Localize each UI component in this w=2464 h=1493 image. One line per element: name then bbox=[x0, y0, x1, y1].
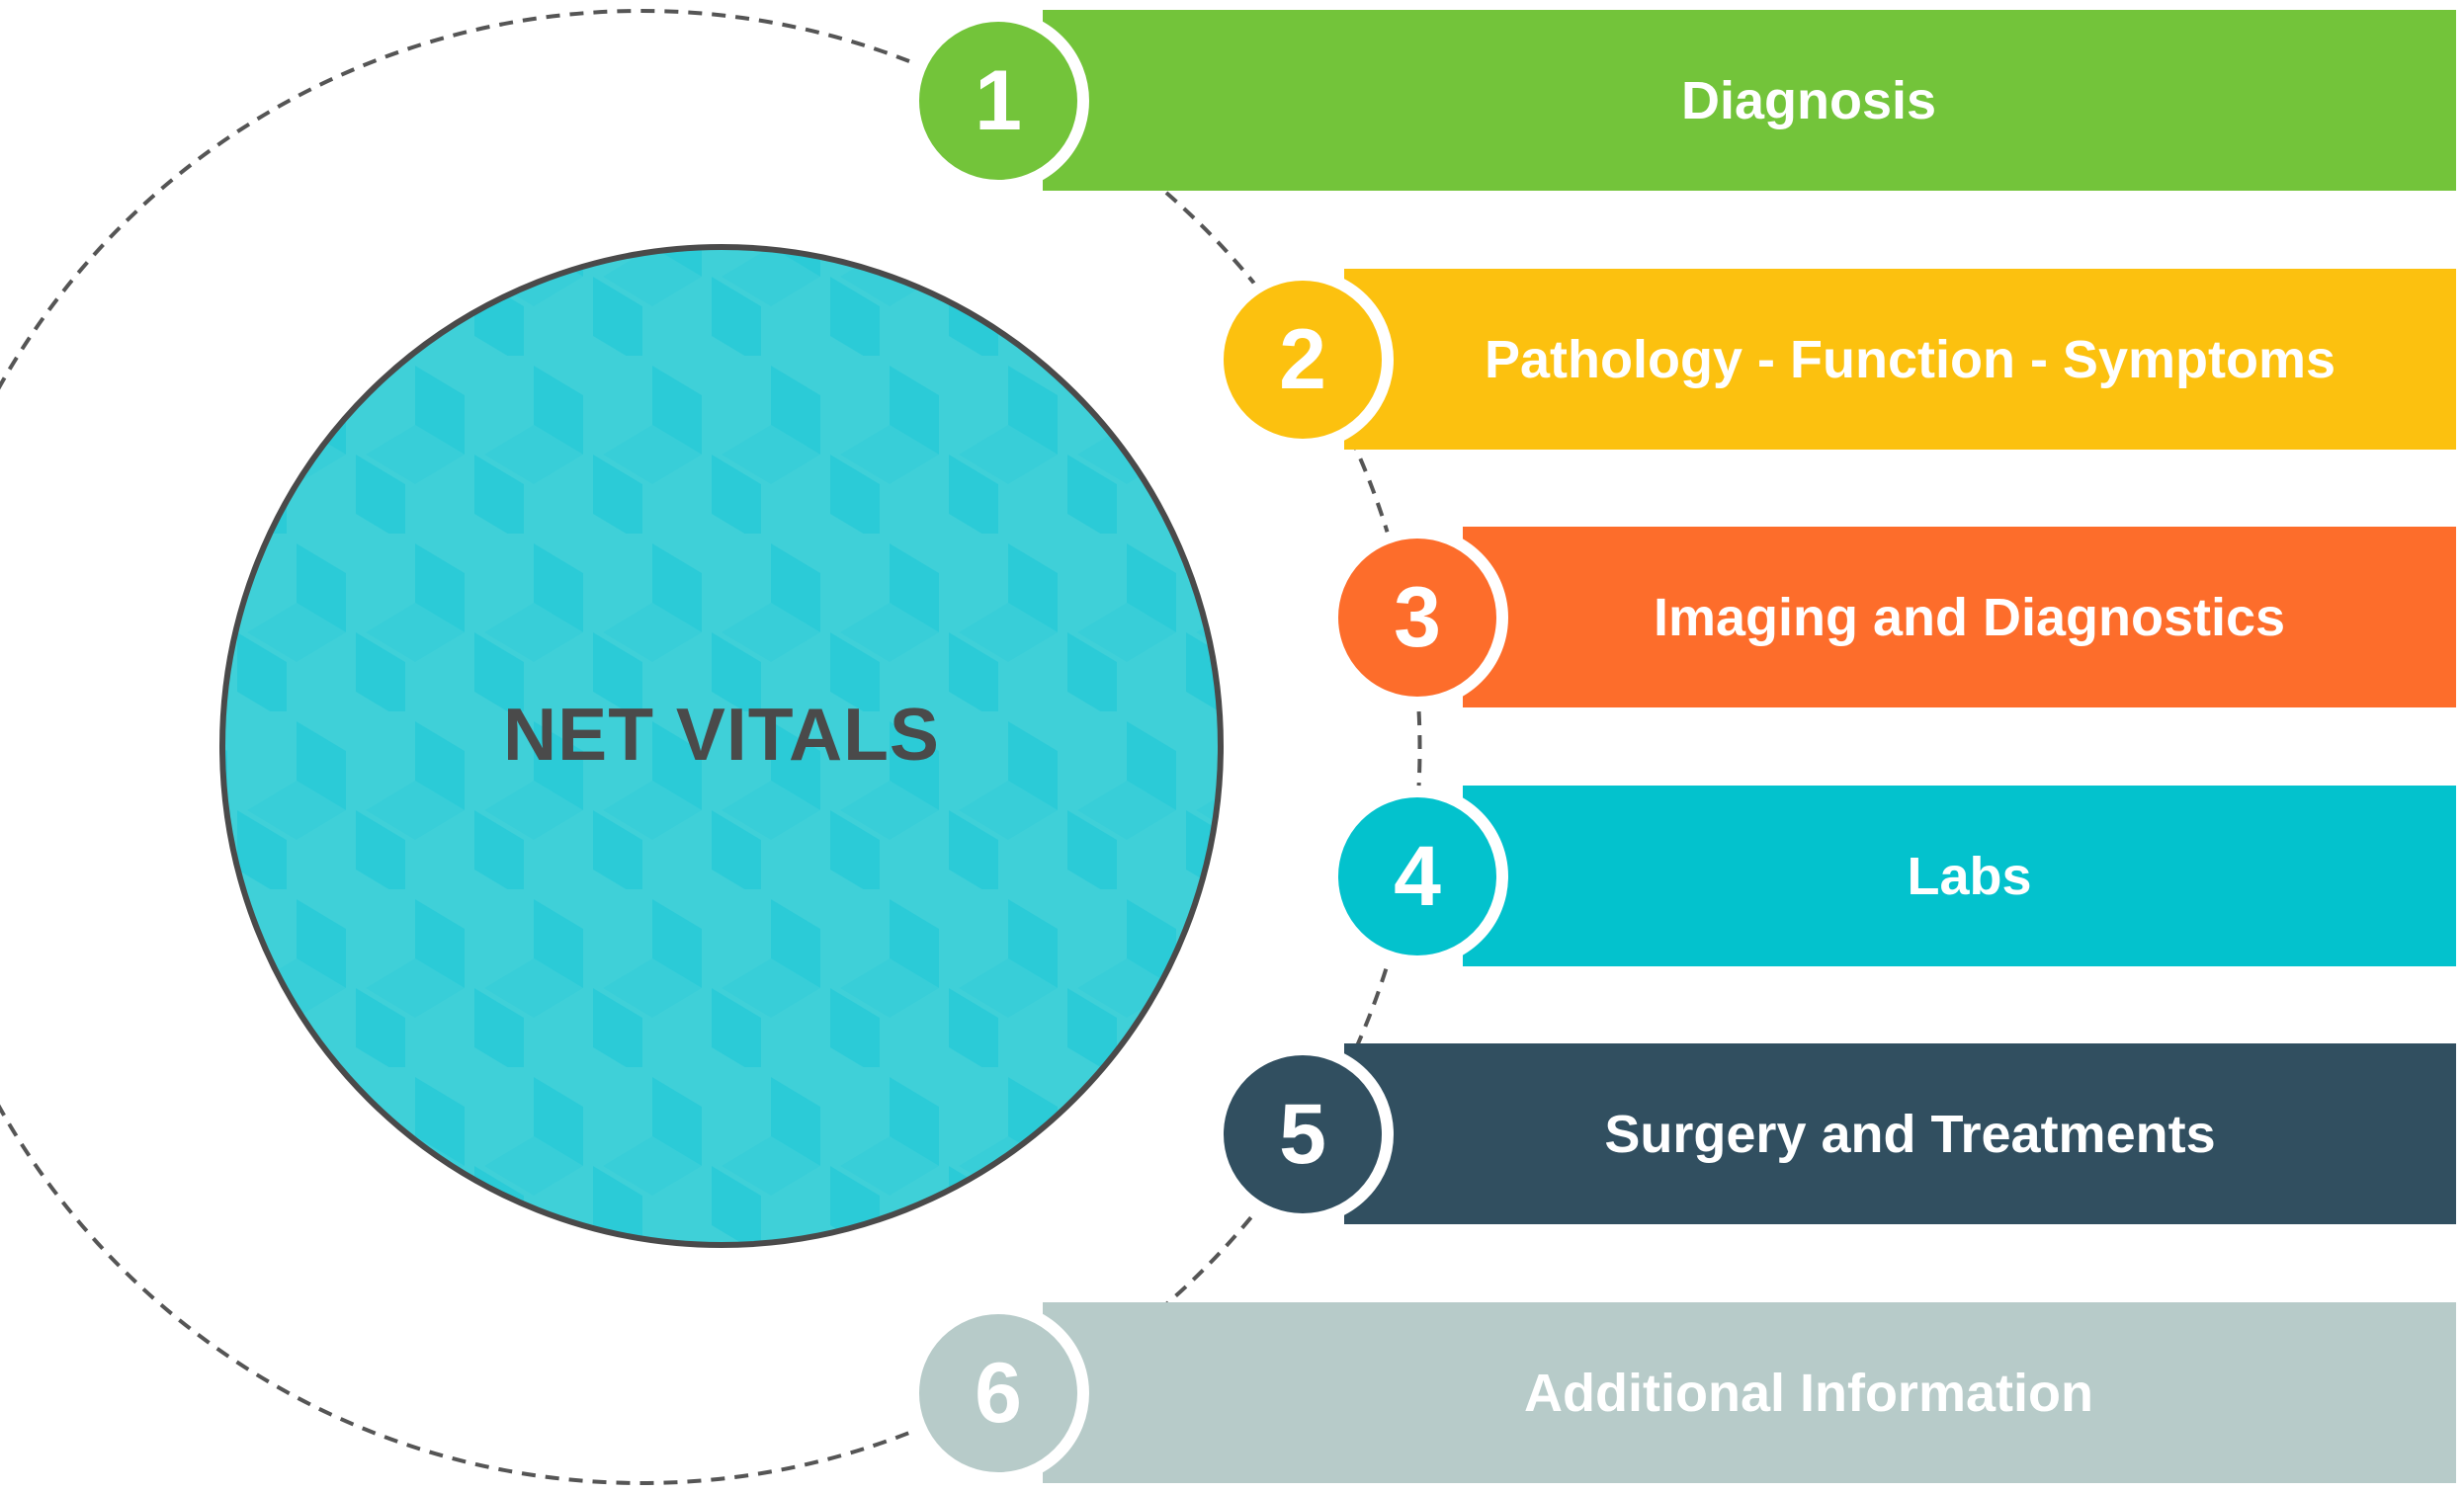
item-badge-6: 6 bbox=[907, 1302, 1089, 1484]
item-number-4: 4 bbox=[1394, 828, 1441, 924]
center-title: NET VITALS bbox=[503, 693, 940, 776]
item-bar-3[interactable]: Imaging and Diagnostics bbox=[1463, 527, 2456, 707]
item-number-5: 5 bbox=[1279, 1086, 1326, 1182]
item-label-3: Imaging and Diagnostics bbox=[1653, 587, 2286, 647]
item-label-2: Pathology - Function - Symptoms bbox=[1485, 329, 2336, 389]
item-label-6: Additional Information bbox=[1524, 1363, 2093, 1423]
item-label-4: Labs bbox=[1907, 846, 2032, 906]
item-label-1: Diagnosis bbox=[1680, 70, 1937, 130]
center-circle bbox=[219, 244, 1224, 1248]
item-label-5: Surgery and Treatments bbox=[1604, 1104, 2216, 1164]
item-bar-6[interactable]: Additional Information bbox=[1043, 1302, 2456, 1483]
item-badge-3: 3 bbox=[1326, 527, 1508, 708]
item-number-3: 3 bbox=[1394, 569, 1441, 665]
item-number-1: 1 bbox=[975, 52, 1022, 148]
item-number-2: 2 bbox=[1279, 311, 1326, 407]
item-bar-1[interactable]: Diagnosis bbox=[1043, 10, 2456, 191]
item-bar-5[interactable]: Surgery and Treatments bbox=[1344, 1043, 2456, 1224]
item-badge-4: 4 bbox=[1326, 786, 1508, 967]
item-badge-5: 5 bbox=[1212, 1043, 1394, 1225]
item-badge-1: 1 bbox=[907, 10, 1089, 192]
item-bar-4[interactable]: Labs bbox=[1463, 786, 2456, 966]
item-number-6: 6 bbox=[975, 1345, 1022, 1441]
dashed-orbit bbox=[0, 9, 910, 1485]
item-bar-2[interactable]: Pathology - Function - Symptoms bbox=[1344, 269, 2456, 450]
item-badge-2: 2 bbox=[1212, 269, 1394, 451]
